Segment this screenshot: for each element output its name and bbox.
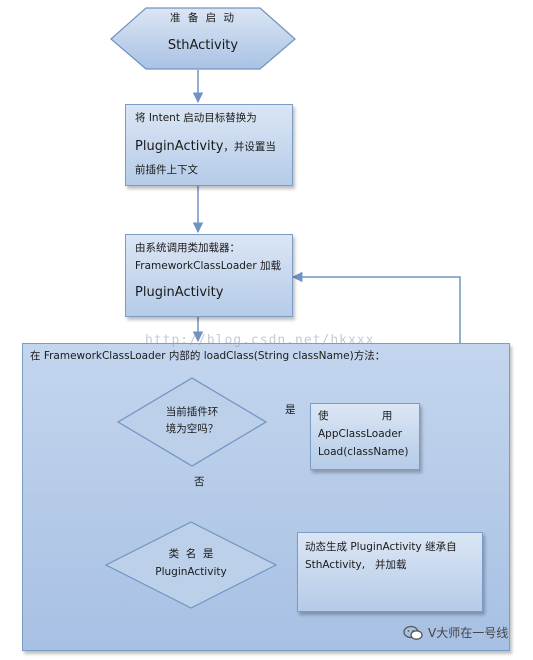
watermark: http://blog.csdn.net/hkxxx bbox=[145, 333, 375, 348]
start-line2: SthActivity bbox=[167, 38, 239, 53]
container-title: 在 FrameworkClassLoader 内部的 loadClass(Str… bbox=[30, 350, 386, 362]
use-line2: AppClassLoader bbox=[318, 428, 403, 440]
use-line1: 使 用 bbox=[318, 410, 393, 422]
step1-line2-small: ，并设置当 bbox=[223, 141, 276, 153]
decision2-line2: PluginActivity bbox=[155, 566, 227, 578]
step1-box bbox=[125, 104, 293, 186]
decision1-line2: 境为空吗？ bbox=[165, 423, 219, 435]
logo-text: V大师在一号线 bbox=[428, 626, 509, 640]
use-box bbox=[310, 403, 420, 470]
start-hexagon bbox=[110, 7, 296, 70]
step2-box bbox=[125, 234, 293, 317]
decision2-diamond bbox=[104, 521, 278, 609]
gen-line1: 动态生成 PluginActivity 继承自 bbox=[305, 541, 457, 553]
use-line3: Load(className) bbox=[318, 446, 409, 458]
step1-line1: 将 Intent 启动目标替换为 bbox=[135, 112, 257, 124]
step1-line3: 前插件上下文 bbox=[135, 164, 198, 176]
step2-line3: PluginActivity bbox=[135, 285, 224, 300]
start-line1: 准 备 启 动 bbox=[169, 12, 236, 24]
decision1-line1: 当前插件环 bbox=[165, 406, 219, 418]
logo: V大师在一号线 bbox=[403, 624, 508, 641]
step1-line2-big: PluginActivity bbox=[135, 139, 224, 154]
wechat-icon bbox=[403, 625, 423, 640]
decision2-line1: 类 名 是 bbox=[168, 548, 214, 560]
gen-box bbox=[297, 532, 483, 612]
step2-line2: FrameworkClassLoader 加载 bbox=[135, 260, 282, 272]
label-yes: 是 bbox=[285, 404, 296, 416]
label-no: 否 bbox=[194, 476, 205, 488]
decision1-diamond bbox=[116, 377, 268, 467]
gen-line2: SthActivity, 并加载 bbox=[305, 559, 407, 571]
step2-line1: 由系统调用类加载器： bbox=[135, 242, 240, 254]
step1-line2: PluginActivity，并设置当 bbox=[135, 135, 295, 157]
